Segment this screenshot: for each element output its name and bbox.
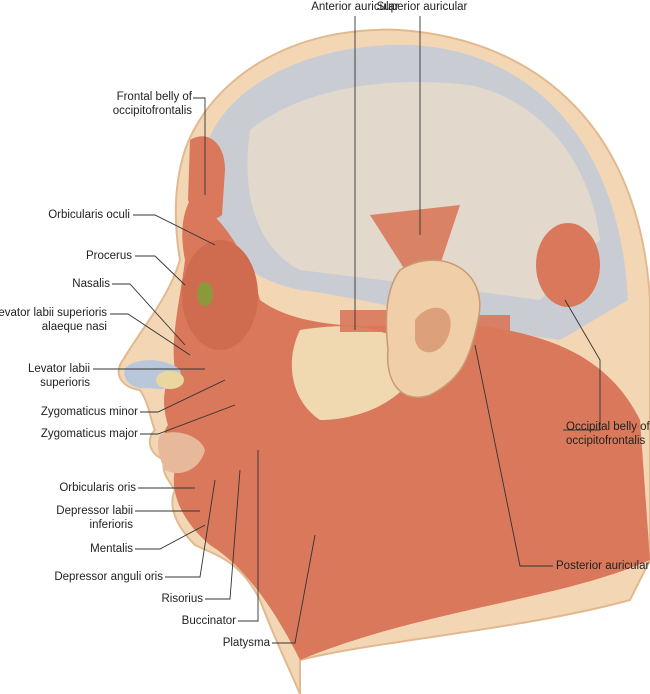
label-frontal-belly: Frontal belly of occipitofrontalis — [113, 90, 192, 118]
label-line: alaeque nasi — [41, 321, 107, 333]
leader-line — [474, 344, 553, 567]
label-superior-auricular: Superior auricular — [376, 1, 468, 13]
leader-line — [135, 524, 206, 550]
leader-line — [563, 299, 601, 431]
leader-line — [272, 534, 316, 644]
label-line: occipitofrontalis — [566, 435, 646, 447]
leader-line — [133, 214, 216, 246]
label-line: Depressor labii — [56, 505, 133, 517]
eye — [197, 282, 213, 306]
label-levator-labii-superioris-alaeque-nasi: Levator labii superioris alaeque nasi — [0, 306, 107, 334]
label-platysma: Platysma — [222, 637, 270, 649]
label-line: superioris — [40, 377, 90, 389]
label-procerus: Procerus — [85, 250, 132, 262]
label-risorius: Risorius — [161, 593, 203, 605]
leader-line — [140, 379, 226, 413]
leader-line — [112, 283, 186, 346]
label-zygomaticus-major: Zygomaticus major — [40, 428, 138, 440]
label-zygomaticus-minor: Zygomaticus minor — [40, 406, 138, 418]
lips — [157, 432, 205, 474]
orbicularis-oculi-muscle — [182, 240, 258, 350]
label-line: Frontal belly of — [116, 91, 192, 103]
ear-concha — [415, 307, 451, 353]
leader-lines — [93, 16, 601, 644]
label-orbicularis-oris: Orbicularis oris — [59, 482, 136, 494]
leader-line — [205, 469, 241, 600]
label-levator-labii-superioris: Levator labii superioris — [28, 362, 90, 390]
temporal-fascia — [247, 82, 600, 300]
face-muscles — [164, 200, 650, 660]
label-line: occipitofrontalis — [112, 105, 192, 117]
label-orbicularis-oculi: Orbicularis oculi — [48, 209, 130, 221]
leader-line — [140, 404, 236, 435]
label-nasalis: Nasalis — [72, 278, 110, 290]
label-line: Occipital belly of — [566, 421, 650, 433]
label-line: inferioris — [89, 519, 133, 531]
anterior-auricular-muscle — [340, 310, 390, 332]
label-occipital-belly: Occipital belly of occipitofrontalis — [566, 420, 650, 448]
label-buccinator: Buccinator — [181, 615, 236, 627]
superior-auricular-muscle — [370, 205, 460, 270]
occipital-belly — [536, 223, 600, 307]
leader-line — [110, 313, 191, 356]
leader-line — [238, 450, 259, 622]
label-posterior-auricular: Posterior auricular — [556, 560, 650, 572]
frontal-belly — [188, 136, 225, 220]
label-mentalis: Mentalis — [90, 543, 133, 555]
leader-line — [135, 255, 186, 286]
label-line: Levator labii — [27, 363, 90, 375]
label-anterior-auricular: Anterior auricular — [311, 1, 399, 13]
alar-cartilage — [156, 371, 184, 389]
leader-line — [165, 479, 216, 578]
label-depressor-anguli-oris: Depressor anguli oris — [54, 571, 163, 583]
label-line: Levator labii superioris — [0, 307, 107, 319]
leader-line — [193, 97, 206, 195]
label-depressor-labii-inferioris: Depressor labii inferioris — [56, 504, 133, 532]
